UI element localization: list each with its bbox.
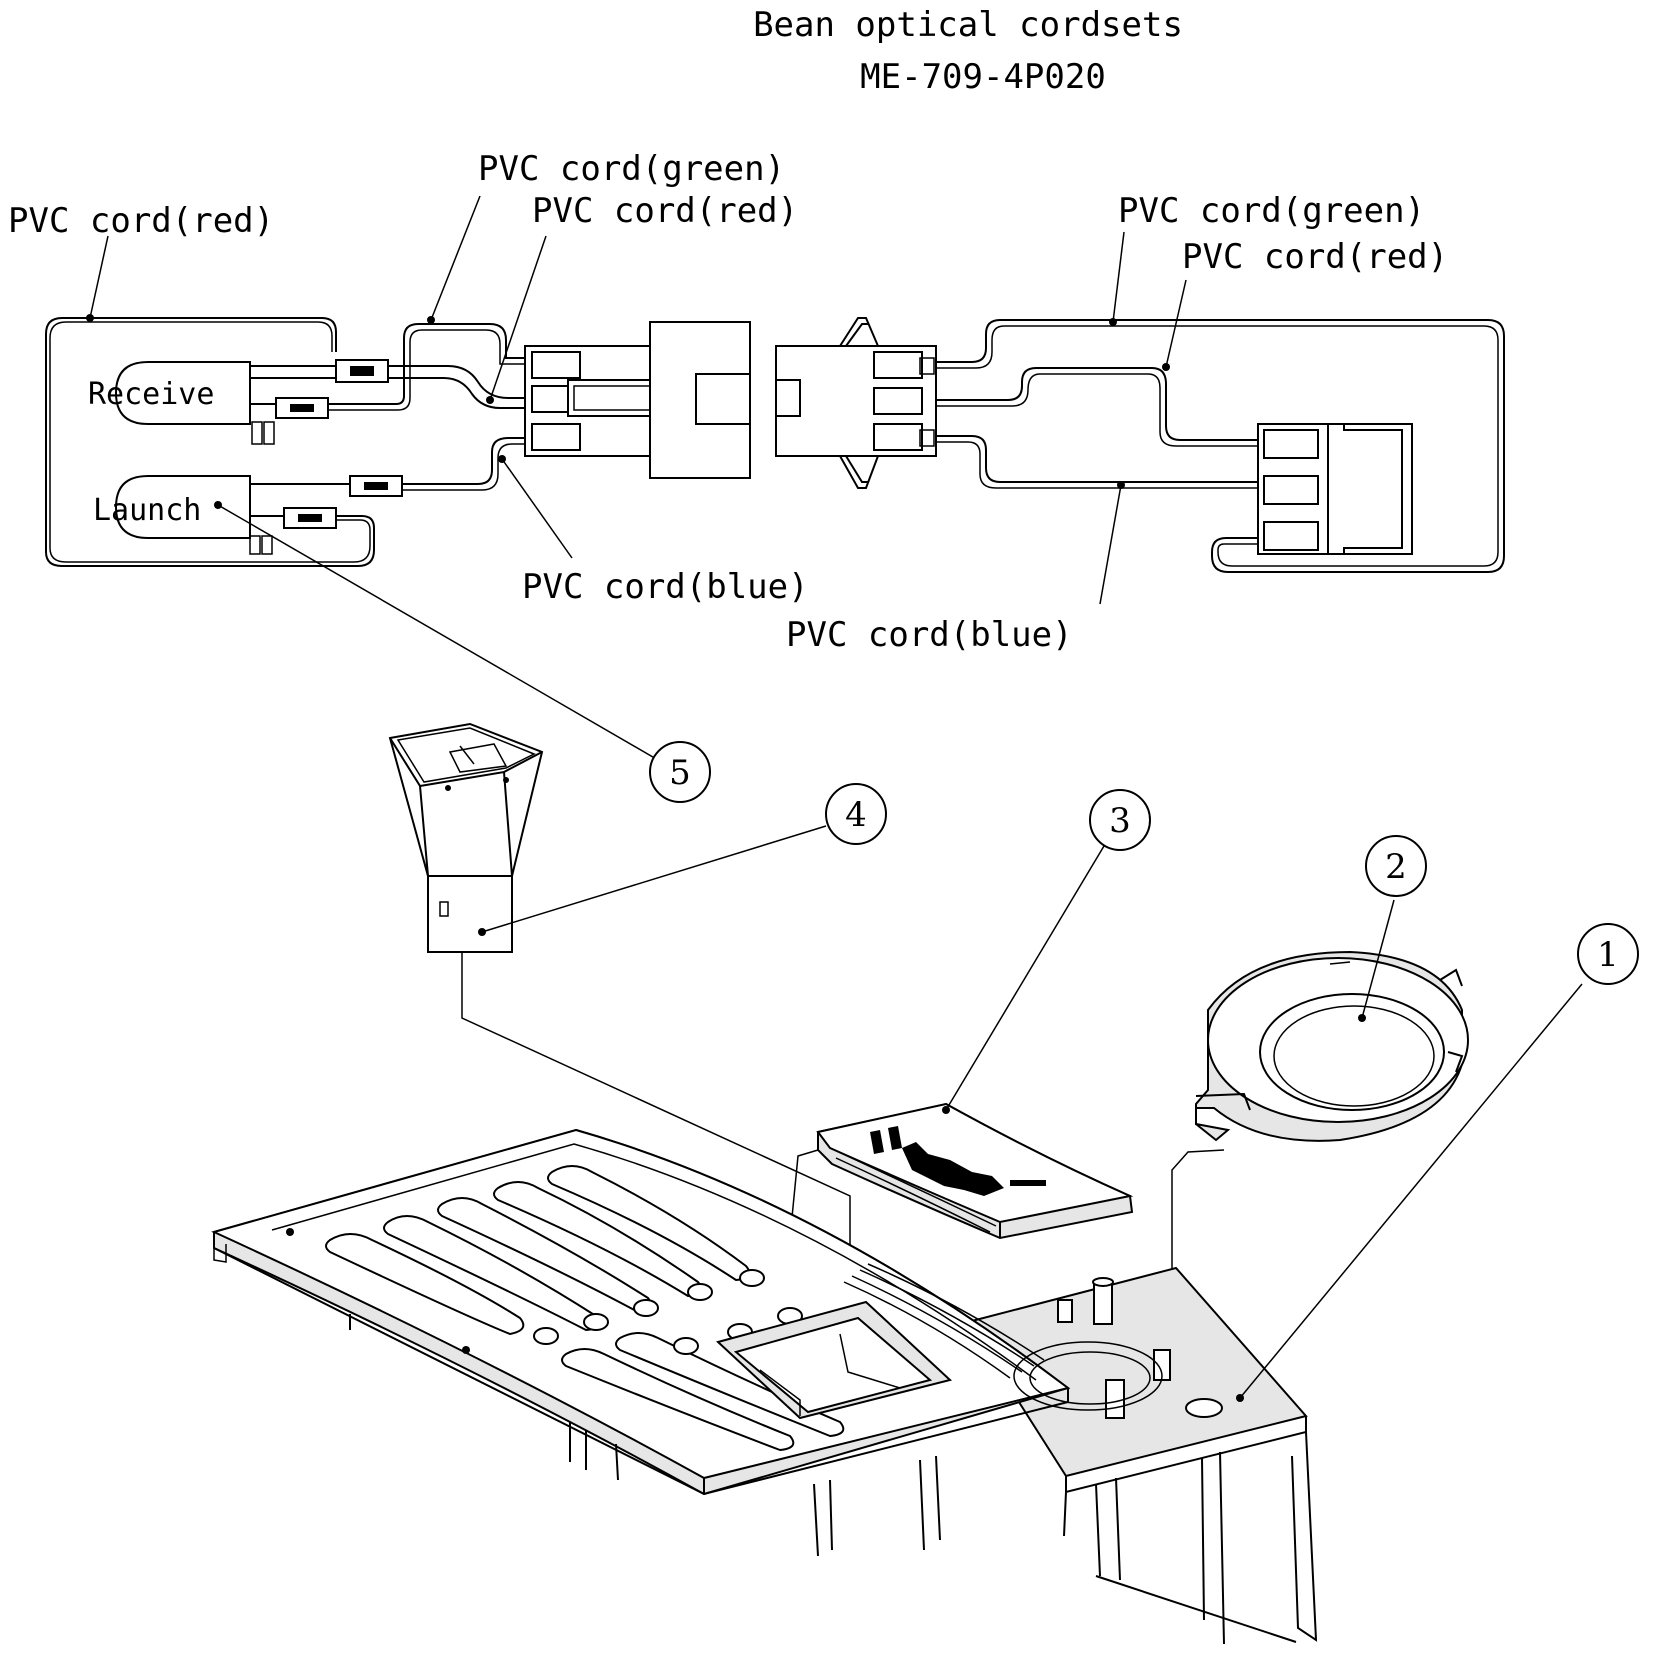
receive-label: Receive: [88, 377, 214, 412]
svg-text:3: 3: [1109, 801, 1131, 841]
label-left-red-inner: PVC cord(red): [532, 191, 798, 231]
part-2-ring: [1171, 899, 1469, 1342]
diagram-title: Bean optical cordsets: [753, 5, 1183, 45]
cordset-schematic: Receive Launch: [8, 149, 1505, 655]
svg-text:2: 2: [1385, 847, 1407, 887]
receive-sensor: [114, 361, 251, 425]
label-right-green: PVC cord(green): [1118, 191, 1425, 231]
leader-2: [1361, 899, 1395, 1019]
part-number: ME-709-4P020: [860, 57, 1106, 97]
label-left-red: PVC cord(red): [8, 201, 274, 241]
callout-1: 1: [1577, 923, 1639, 985]
leader-5: [217, 504, 659, 761]
launch-sensor: [114, 475, 251, 539]
right-green-loop: [936, 319, 1505, 573]
svg-text:4: 4: [845, 795, 867, 835]
callout-5: 5: [649, 741, 711, 803]
left-green-wire: [328, 323, 525, 405]
label-left-blue: PVC cord(blue): [522, 567, 809, 607]
part-3-cover: [779, 845, 1134, 1341]
launch-label: Launch: [93, 493, 201, 528]
svg-text:5: 5: [669, 753, 691, 793]
callout-3: 3: [1089, 789, 1151, 851]
leader-4: [481, 825, 827, 933]
callout-4: 4: [825, 783, 887, 845]
leader-1: [1239, 983, 1583, 1399]
label-right-red: PVC cord(red): [1182, 237, 1448, 277]
left-red-loop: [45, 317, 375, 567]
callout-2: 2: [1365, 835, 1427, 897]
part-4-funnel: [388, 722, 851, 1300]
ring-alignment-line: [1171, 1149, 1225, 1342]
label-left-green: PVC cord(green): [478, 149, 785, 189]
right-red-wire: [936, 367, 1262, 441]
right-blue-wire: [936, 435, 1262, 483]
leader-3: [945, 845, 1105, 1111]
svg-text:1: 1: [1597, 935, 1619, 975]
part-1-base: [211, 983, 1583, 1645]
label-right-blue: PVC cord(blue): [786, 615, 1073, 655]
left-blue-wire: [402, 437, 525, 485]
